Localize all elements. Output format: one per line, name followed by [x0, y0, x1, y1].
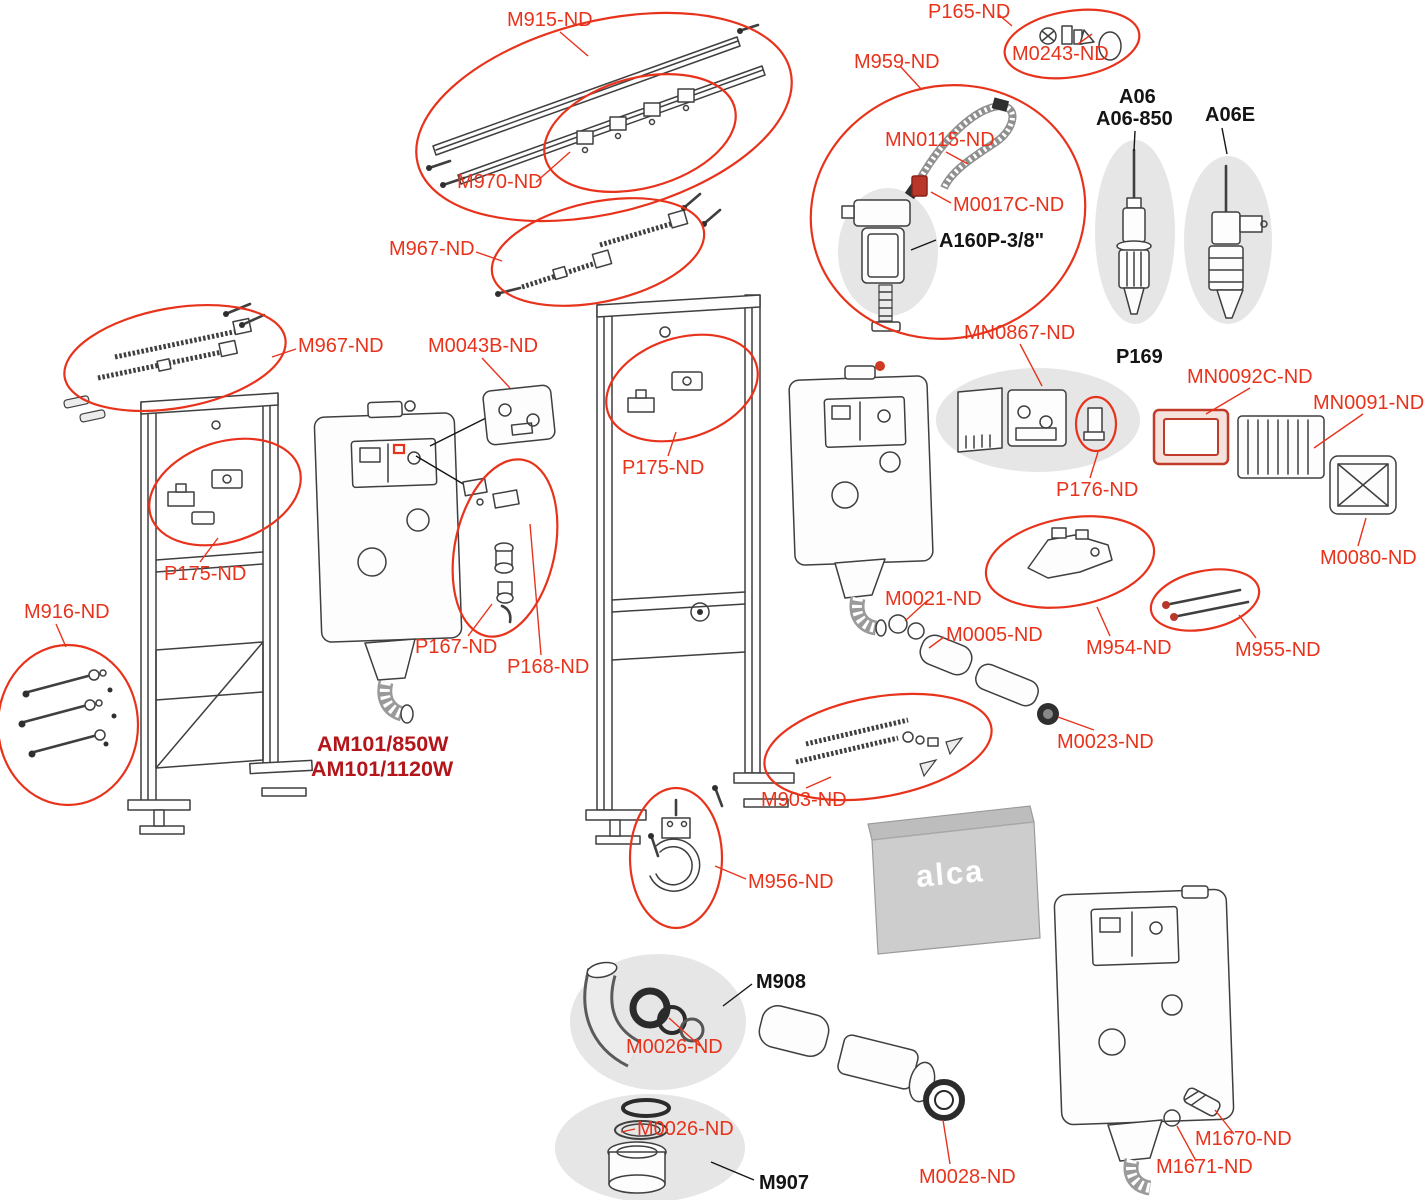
label-mn0867-nd: MN0867-ND	[964, 322, 1076, 344]
highlight-p175-left	[148, 437, 302, 547]
highlight-m967-left	[63, 303, 287, 413]
m908-parts-drawing	[583, 961, 936, 1103]
label-m903-nd: M903-ND	[761, 789, 847, 811]
leader-lines-black	[710, 127, 1228, 1181]
m916-bolts-drawing	[18, 669, 117, 758]
highlight-p167-p168	[451, 458, 559, 638]
label-m970-nd: M970-ND	[457, 171, 543, 193]
label-m0028-nd: M0028-ND	[919, 1166, 1016, 1188]
label-m0043b-nd: M0043B-ND	[428, 335, 539, 357]
right-cistern-drawing	[788, 361, 934, 637]
label-m0026-nd-top: M0026-ND	[626, 1036, 723, 1058]
label-a06e: A06E	[1205, 104, 1256, 126]
highlight-m903	[763, 692, 993, 802]
label-mn0092c-nd: MN0092C-ND	[1187, 366, 1313, 388]
label-p175-nd-left: P175-ND	[164, 563, 247, 585]
label-m955-nd: M955-ND	[1235, 639, 1321, 661]
mn0092c-frame-drawing	[1152, 408, 1230, 466]
label-m0005-nd: M0005-ND	[946, 624, 1043, 646]
middle-frame-drawing	[585, 294, 795, 858]
a160p-valve-drawing	[841, 97, 1017, 332]
a06-valve-drawing	[1116, 148, 1152, 315]
am101-cistern-drawing	[313, 400, 487, 724]
label-m0023-nd: M0023-ND	[1057, 731, 1154, 753]
highlight-m956	[628, 786, 724, 930]
mn0091-box-drawing	[1237, 415, 1325, 479]
label-a06: A06	[1119, 86, 1156, 108]
label-m0017c-nd: M0017C-ND	[953, 194, 1065, 216]
highlight-p175-middle	[605, 333, 759, 443]
highlight-m916	[0, 643, 140, 807]
label-p169: P169	[1116, 346, 1163, 368]
label-m1671-nd: M1671-ND	[1156, 1156, 1253, 1178]
label-m0080-nd: M0080-ND	[1320, 547, 1417, 569]
label-m954-nd: M954-ND	[1086, 637, 1172, 659]
m0080-plate-drawing	[1329, 455, 1397, 515]
left-frame-drawing	[127, 392, 313, 835]
m956-clamp-drawing	[649, 798, 701, 892]
label-m0026-nd-bottom: M0026-ND	[637, 1118, 734, 1140]
p175-parts-middle-drawing	[627, 371, 703, 413]
label-m959-nd: M959-ND	[854, 51, 940, 73]
highlight-m970	[543, 73, 737, 193]
label-p168-nd: P168-ND	[507, 656, 590, 678]
m915-rails-drawing	[426, 23, 766, 188]
m967-rods-left-drawing	[63, 302, 266, 423]
m903-rods-drawing	[795, 717, 964, 778]
highlight-m915	[415, 11, 793, 223]
mn0867-parts-drawing	[957, 387, 1105, 453]
alca-logo: alca	[914, 853, 986, 894]
m954-bracket-drawing	[1027, 527, 1113, 579]
m967-rods-top-drawing	[495, 192, 722, 297]
label-m908: M908	[756, 971, 807, 993]
m955-pins-drawing	[1162, 588, 1250, 621]
label-m907: M907	[759, 1172, 810, 1194]
label-m915-nd: M915-ND	[507, 9, 593, 31]
label-p176-nd: P176-ND	[1056, 479, 1139, 501]
m0043b-plate-drawing	[482, 384, 556, 446]
p167-p168-parts-drawing	[462, 477, 520, 624]
label-m0021-nd: M0021-ND	[885, 588, 982, 610]
label-m967-nd-top: M967-ND	[389, 238, 475, 260]
alca-box-drawing	[867, 805, 1041, 955]
label-p165-nd: P165-ND	[928, 1, 1011, 23]
highlight-m967-top	[490, 197, 706, 307]
label-m0243-nd: M0243-ND	[1012, 43, 1109, 65]
m907-parts-drawing	[607, 1098, 671, 1194]
label-m916-nd: M916-ND	[24, 601, 110, 623]
label-a160p: A160P-3/8"	[939, 230, 1045, 252]
m0028-ring-drawing	[923, 1079, 965, 1121]
a06e-valve-drawing	[1208, 164, 1268, 319]
label-am101-1120w: AM101/1120W	[311, 757, 454, 781]
bottom-cistern-drawing	[1053, 885, 1235, 1196]
label-p167-nd: P167-ND	[415, 636, 498, 658]
label-a06-850: A06-850	[1096, 108, 1173, 130]
label-am101-850w: AM101/850W	[317, 732, 449, 756]
highlight-p176	[1074, 395, 1118, 453]
highlight-m954	[984, 515, 1156, 609]
label-m1670-nd: M1670-ND	[1195, 1128, 1292, 1150]
label-mn0115-nd: MN0115-ND	[885, 129, 995, 151]
highlight-m955	[1149, 568, 1261, 632]
p175-parts-left-drawing	[167, 469, 243, 525]
label-m967-nd-left: M967-ND	[298, 335, 384, 357]
label-p175-nd-middle: P175-ND	[622, 457, 705, 479]
highlight-m959	[809, 84, 1087, 340]
m970-brackets-drawing	[576, 88, 695, 154]
highlight-p165	[1003, 8, 1141, 80]
label-mn0091-nd: MN0091-ND	[1313, 392, 1425, 414]
leader-lines-red	[55, 13, 1367, 1165]
label-m956-nd: M956-ND	[748, 871, 834, 893]
